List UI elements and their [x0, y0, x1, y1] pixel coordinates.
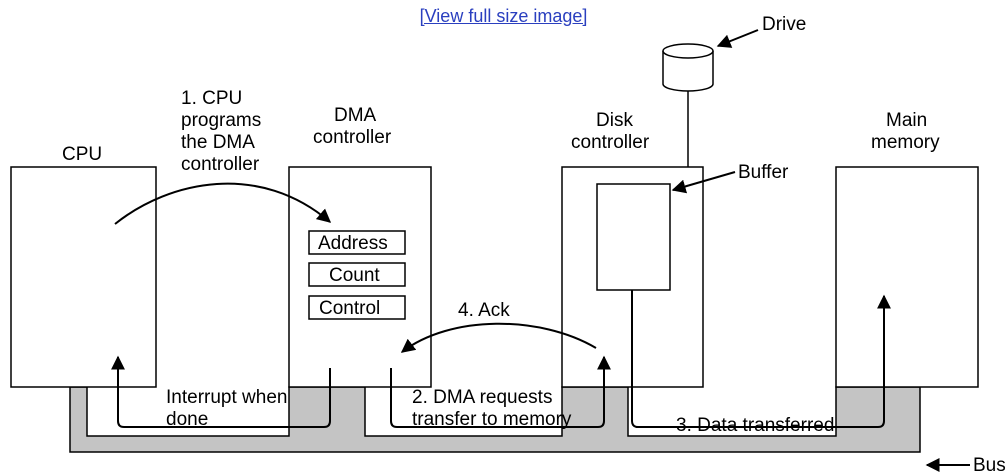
step2-line1: 2. DMA requests — [412, 387, 552, 408]
bus-label: Bus — [973, 455, 1006, 474]
dma-label-line2: controller — [313, 127, 392, 148]
control-register-label: Control — [319, 298, 380, 319]
step1-line1: 1. CPU — [181, 88, 242, 109]
step2-arrow — [390, 355, 611, 428]
address-register-label: Address — [318, 233, 388, 254]
memory-label-line2: memory — [871, 132, 940, 153]
count-register — [308, 262, 406, 287]
cpu-label: CPU — [62, 144, 102, 165]
drive-arrow — [716, 29, 759, 48]
buffer-arrow — [671, 171, 736, 194]
view-full-size-link[interactable]: [View full size image] — [419, 6, 588, 26]
count-register-label: Count — [329, 265, 380, 286]
interrupt-line2: done — [166, 409, 208, 430]
interrupt-line1: Interrupt when — [166, 387, 287, 408]
main-memory-box — [835, 166, 979, 388]
memory-label-line1: Main — [886, 110, 927, 131]
step4-arrow — [400, 322, 597, 353]
drive-icon — [662, 51, 714, 92]
buffer-box — [596, 183, 671, 291]
disk-label-line2: controller — [571, 132, 650, 153]
drive-icon-top — [662, 43, 714, 59]
disk-label-line1: Disk — [596, 110, 633, 131]
step1-arrow — [114, 182, 332, 225]
interrupt-arrow — [111, 355, 331, 428]
cpu-box — [10, 166, 157, 388]
drive-label: Drive — [762, 14, 806, 35]
step3-arrow — [631, 290, 891, 428]
step2-line2: transfer to memory — [412, 409, 572, 430]
step4-label: 4. Ack — [458, 300, 510, 321]
control-register — [308, 295, 406, 320]
step3-label: 3. Data transferred — [676, 415, 834, 436]
step1-line3: the DMA — [181, 132, 255, 153]
step1-line2: programs — [181, 110, 261, 131]
buffer-label: Buffer — [738, 162, 789, 183]
step1-line4: controller — [181, 154, 260, 175]
address-register — [308, 230, 406, 255]
dma-label-line1: DMA — [334, 105, 377, 126]
